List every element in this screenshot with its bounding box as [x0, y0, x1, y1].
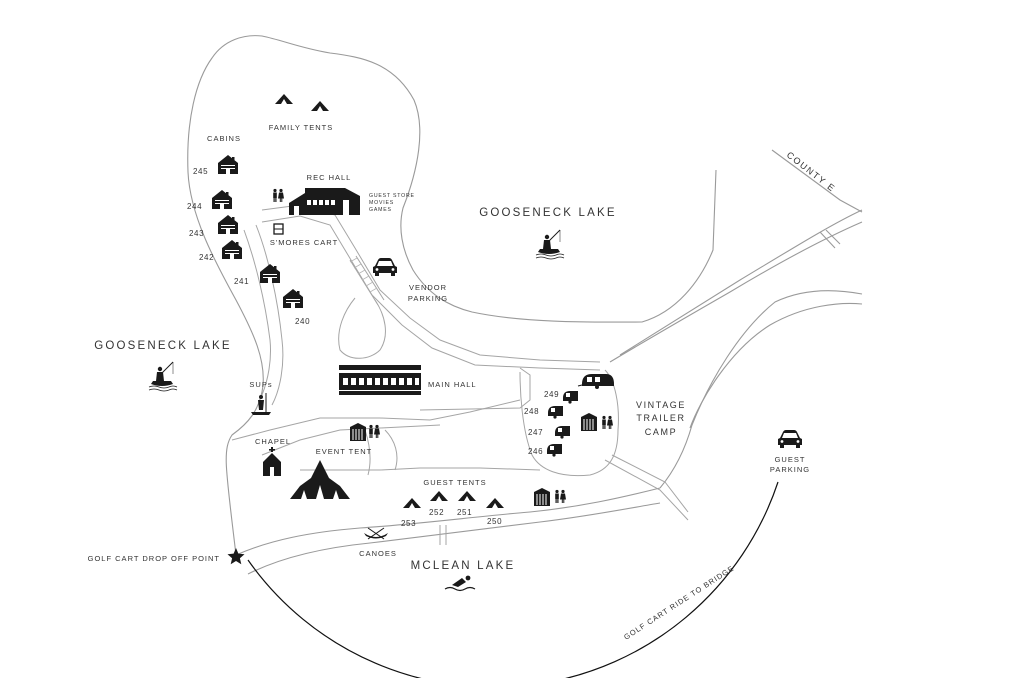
- cabins: CABINS 245 244 243 242 241 240: [187, 134, 310, 326]
- vintage-trailer-icon: [547, 444, 562, 457]
- cabin-icon: [222, 240, 242, 259]
- tent-number: 251: [457, 508, 472, 517]
- tent-icon: [275, 92, 293, 104]
- games-label: GAMES: [369, 207, 392, 213]
- family-tents: FAMILY TENTS: [269, 92, 334, 132]
- restroom-building-icon: [350, 423, 366, 441]
- main-hall-label: MAIN HALL: [428, 380, 477, 389]
- guest-tents-label: GUEST TENTS: [423, 478, 486, 487]
- sups-label: SUPs: [249, 380, 272, 389]
- tent-number: 253: [401, 519, 416, 528]
- tent-number: 252: [429, 508, 444, 517]
- car-icon: [778, 430, 802, 448]
- paddleboard-icon: [251, 393, 271, 415]
- tent-icon: [311, 99, 329, 111]
- event-tent-icon: [290, 460, 350, 499]
- tent-number: 250: [487, 517, 502, 526]
- fishing-icon: [148, 361, 178, 392]
- restroom-icon: [369, 424, 380, 438]
- smores-cart-icon: [273, 223, 284, 235]
- swimmer-icon: [444, 575, 476, 592]
- restroom-icon: [555, 489, 566, 503]
- vintage-trailer-icon: [555, 426, 570, 439]
- drop-off-label: GOLF CART DROP OFF POINT: [88, 554, 220, 563]
- trailer-number: 246: [528, 447, 543, 456]
- vintage-label: VINTAGE: [636, 400, 686, 410]
- tent-icon: [458, 489, 476, 501]
- mclean-lake-label: MCLEAN LAKE: [411, 560, 516, 572]
- cabin-icon: [283, 289, 303, 308]
- tent-icon: [430, 489, 448, 501]
- cabins-label: CABINS: [207, 134, 241, 143]
- guest-store-label: GUEST STORE: [369, 193, 415, 199]
- restroom-icon: [273, 188, 284, 202]
- cabin-number: 240: [295, 317, 310, 326]
- fishing-icon: [535, 229, 565, 260]
- shoreline: [187, 35, 863, 575]
- trailer-label: TRAILER: [636, 413, 685, 423]
- vendor-parking-lot: [349, 257, 378, 293]
- star-icon: [227, 548, 245, 565]
- golf-cart-ride-label: GOLF CART RIDE TO BRIDGE: [622, 563, 736, 641]
- main-hall: MAIN HALL: [339, 365, 477, 395]
- movies-label: MOVIES: [369, 200, 394, 206]
- canoes-label: CANOES: [359, 549, 397, 558]
- vendor-parking-label: VENDOR: [409, 283, 447, 292]
- car-icon: [373, 258, 397, 276]
- cabin-number: 244: [187, 202, 202, 211]
- gooseneck-lake-west-label: GOOSENECK LAKE: [94, 340, 232, 352]
- smores-cart-label: S'MORES CART: [270, 238, 338, 247]
- event-tent-label: EVENT TENT: [316, 447, 372, 456]
- restroom-icon: [602, 415, 613, 429]
- restroom-building-icon: [581, 413, 597, 431]
- cabin-number: 245: [193, 167, 208, 176]
- guest-parking-label: PARKING: [770, 465, 810, 474]
- vintage-trailer-icon: [577, 374, 614, 389]
- trailer-number: 247: [528, 428, 543, 437]
- building-icon: [289, 188, 360, 215]
- cabin-icon: [212, 190, 232, 209]
- cabin-icon: [260, 264, 280, 283]
- trailer-number: 249: [544, 390, 559, 399]
- rec-hall-label: REC HALL: [307, 173, 352, 182]
- guest-tents: GUEST TENTS 253 252 251 250: [401, 478, 566, 528]
- vintage-trailer-icon: [548, 406, 563, 419]
- vintage-trailer-icon: [563, 391, 578, 404]
- camp-label: CAMP: [645, 427, 677, 437]
- county-road-label: COUNTY E: [785, 150, 838, 194]
- restroom-building-icon: [534, 488, 550, 506]
- tent-icon: [403, 496, 421, 508]
- rec-hall: REC HALL GUEST STORE MOVIES GAMES S'MORE…: [270, 173, 415, 247]
- chapel-label: CHAPEL: [255, 437, 291, 446]
- cabin-icon: [218, 155, 238, 174]
- vintage-trailer-camp: 249 248 247 246 VINTAGE TRAILER CAMP: [524, 374, 686, 457]
- canoe-icon: [364, 527, 388, 540]
- cabin-number: 243: [189, 229, 204, 238]
- vendor-parking-label: PARKING: [408, 294, 448, 303]
- building-icon: [339, 365, 421, 395]
- gooseneck-lake-north-label: GOOSENECK LAKE: [479, 207, 617, 219]
- cabin-number: 241: [234, 277, 249, 286]
- tent-icon: [486, 496, 504, 508]
- golf-cart-route: [247, 481, 779, 678]
- family-tents-label: FAMILY TENTS: [269, 123, 334, 132]
- cabin-number: 242: [199, 253, 214, 262]
- trailer-number: 248: [524, 407, 539, 416]
- guest-parking-label: GUEST: [775, 455, 806, 464]
- cabin-icon: [218, 215, 238, 234]
- chapel-icon: [263, 447, 281, 476]
